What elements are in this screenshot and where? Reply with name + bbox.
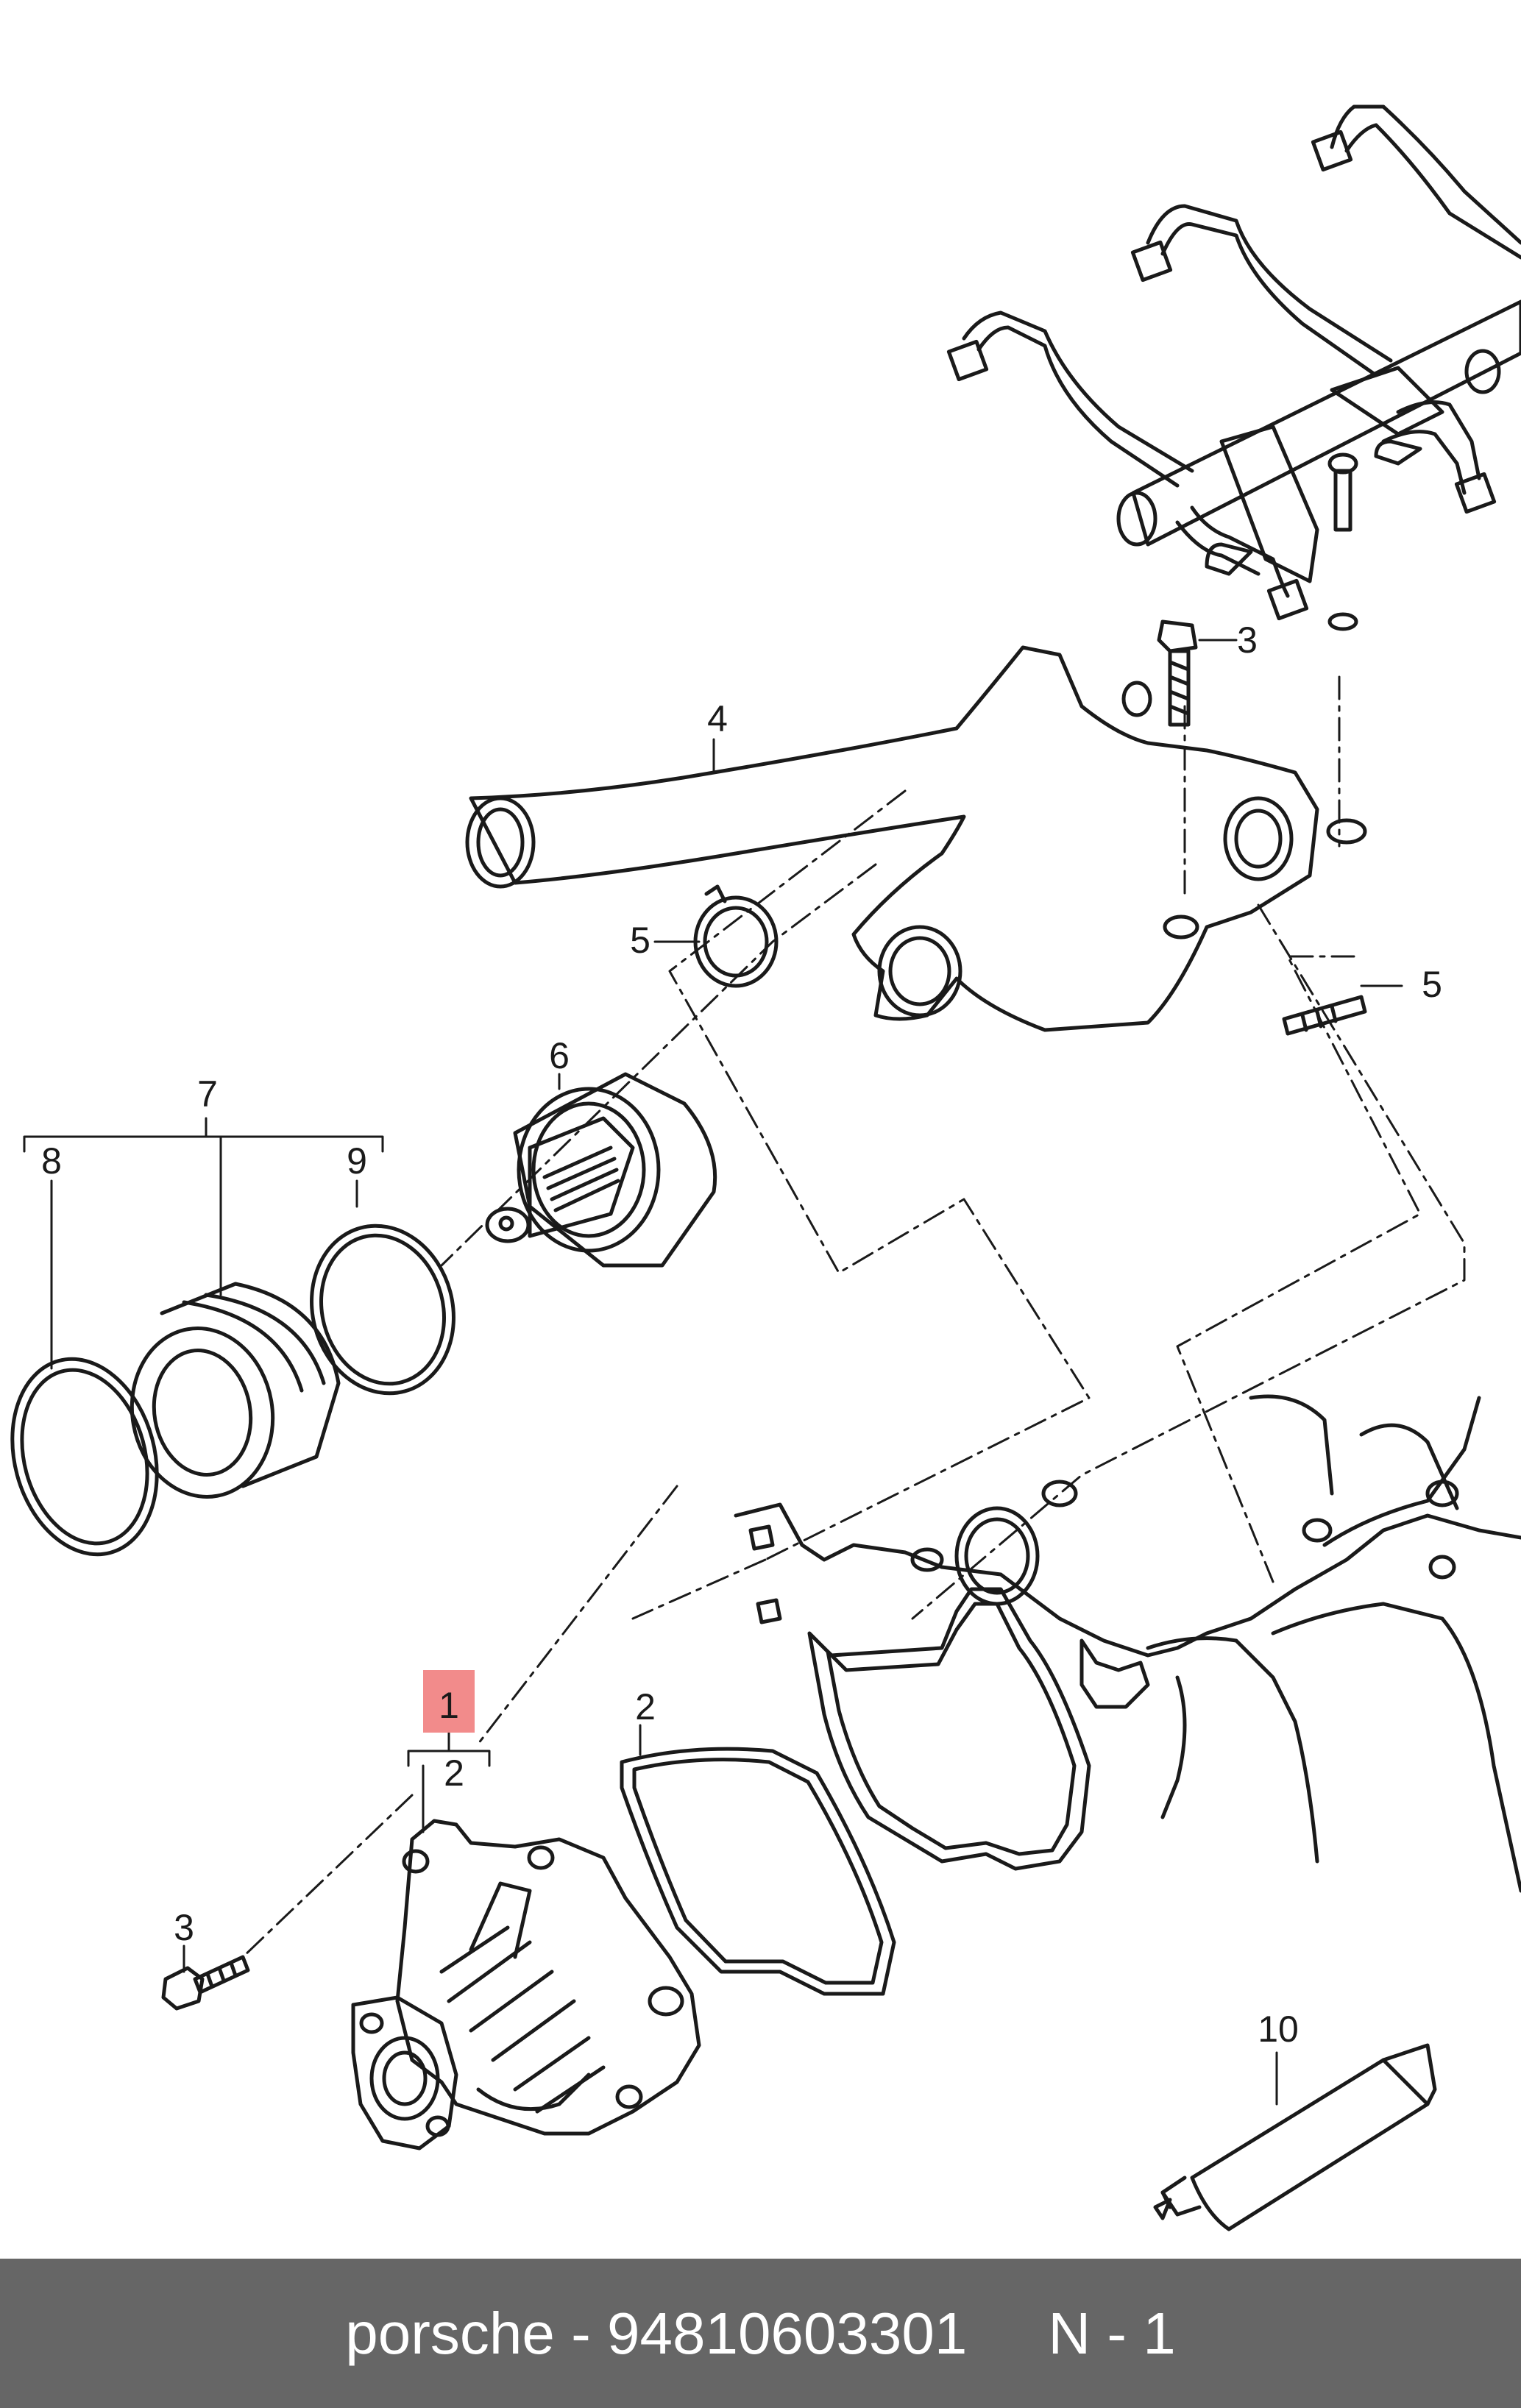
- water-pump-1: [351, 1819, 701, 2150]
- callout-1: 1: [439, 1685, 459, 1726]
- footer-dash: -: [571, 2300, 591, 2366]
- bolt-3-bottom: [161, 1955, 250, 2011]
- coolant-pipe-housing: [465, 645, 1367, 1032]
- clip-5: [693, 884, 779, 988]
- brand-name: porsche: [345, 2300, 555, 2366]
- callout-7: 7: [197, 1073, 218, 1115]
- parts-exploded-diagram: [10, 104, 1521, 2231]
- callout-3-top: 3: [1237, 619, 1258, 661]
- part-highlight: [423, 1670, 475, 1733]
- page-indicator: N - 1: [1048, 2300, 1176, 2366]
- thermostat-6: [485, 1072, 717, 1268]
- callout-3-bottom: 3: [174, 1907, 194, 1948]
- callout-4: 4: [707, 698, 728, 739]
- leader-lines: [182, 639, 1403, 2106]
- callout-6: 6: [549, 1035, 570, 1076]
- o-ring-9: [310, 1223, 455, 1396]
- callout-5-clip: 5: [630, 920, 650, 961]
- callout-9: 9: [347, 1140, 367, 1182]
- callout-8: 8: [41, 1140, 62, 1182]
- fuel-rail-bolt: [1327, 452, 1358, 631]
- part-number: 94810603301: [606, 2300, 968, 2366]
- callout-10: 10: [1258, 2009, 1299, 2050]
- bolt-3-top: [1157, 619, 1198, 727]
- callout-5-stud: 5: [1422, 964, 1442, 1005]
- stud-5: [1282, 995, 1367, 1036]
- gasket-2: [620, 1747, 896, 1996]
- callout-2-pump: 2: [444, 1752, 464, 1794]
- engine-block: [734, 1394, 1521, 1893]
- footer-bar: porsche - 94810603301 N - 1: [0, 2259, 1521, 2408]
- callout-2-gasket: 2: [635, 1686, 656, 1727]
- fuel-rail-assembly: [946, 104, 1521, 621]
- o-ring-8: [10, 1357, 159, 1557]
- sleeve-7: [130, 1282, 341, 1499]
- bracket-7: [23, 1117, 384, 1370]
- sealant-tube-10: [1153, 2043, 1437, 2231]
